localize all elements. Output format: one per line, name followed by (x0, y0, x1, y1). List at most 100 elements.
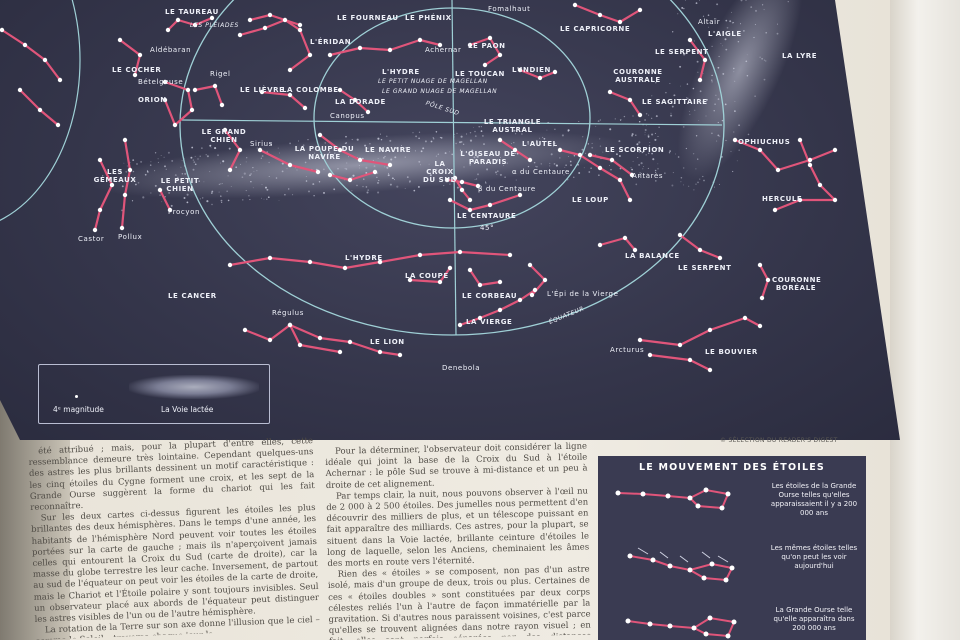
milky-way-dot (365, 171, 368, 174)
milky-way-dot (722, 72, 725, 75)
milky-way-dot (535, 165, 537, 167)
milky-way-dot (214, 147, 217, 150)
star-dot (475, 183, 481, 189)
milky-way-dot (121, 185, 124, 188)
milky-way-dot (476, 155, 479, 158)
milky-way-dot (680, 177, 683, 179)
milky-way-dot (131, 200, 134, 202)
milky-way-dot (267, 196, 270, 199)
star-dot (0, 27, 5, 33)
milky-way-dot (608, 165, 610, 167)
milky-way-dot (246, 157, 248, 159)
star-dot (609, 157, 615, 163)
milky-way-dot (644, 131, 646, 133)
milky-way-dot (422, 147, 425, 150)
milky-way-dot (705, 115, 707, 117)
star-dot (627, 97, 633, 103)
label-oiseau-paradis: L'OISEAU DE PARADIS (460, 150, 516, 166)
milky-way-dot (746, 54, 748, 56)
label-grand-nuage: LE GRAND NUAGE DE MAGELLAN (382, 88, 498, 95)
milky-way-dot (681, 6, 684, 9)
milky-way-dot (496, 159, 499, 161)
milky-way-dot (345, 168, 348, 170)
star-dot (772, 207, 778, 213)
milky-way-dot (787, 1, 789, 3)
milky-way-dot (474, 178, 476, 180)
milky-way-dot (521, 133, 523, 135)
milky-way-dot (684, 0, 686, 1)
milky-way-dot (693, 189, 695, 191)
star-dot (807, 157, 813, 163)
milky-way-dot (672, 31, 674, 33)
milky-way-dot (684, 52, 686, 55)
milky-way-dot (597, 120, 600, 122)
star-dot (677, 232, 683, 238)
milky-way-dot (449, 183, 451, 185)
label-hercule: HERCULE (762, 195, 803, 203)
milky-way-dot (356, 184, 358, 187)
milky-way-dot (460, 135, 463, 138)
milky-way-dot (469, 139, 473, 142)
star-dot (17, 87, 23, 93)
milky-way-band (90, 131, 630, 199)
star-motion-box: LE MOUVEMENT DES ÉTOILES Les étoiles de … (598, 456, 866, 640)
milky-way-dot (367, 189, 370, 191)
label-grand-chien: LE GRAND CHIEN (201, 128, 247, 144)
star-dot (742, 315, 748, 321)
milky-way-dot (305, 180, 308, 182)
milky-way-dot (485, 182, 487, 184)
milky-way-dot (361, 157, 364, 160)
milky-way-dot (119, 169, 122, 172)
constellation-line (261, 90, 306, 109)
star-dot (307, 259, 313, 265)
milky-way-dot (499, 173, 502, 176)
milky-way-dot (418, 131, 421, 133)
milky-way-dot (711, 81, 713, 83)
milky-way-dot (420, 164, 421, 166)
star-dot (417, 252, 423, 258)
milky-way-dot (308, 190, 310, 193)
label-cancer: LE CANCER (168, 292, 217, 300)
milky-way-dot (194, 155, 196, 157)
label-vierge: LA VIERGE (466, 318, 513, 326)
star-dot (377, 259, 383, 265)
star-dot (629, 172, 635, 178)
milky-way-dot (515, 133, 517, 135)
constellation-line (449, 193, 521, 212)
star-dot (587, 152, 593, 158)
milky-way-dot (619, 118, 622, 121)
bright-stars (0, 2, 838, 373)
star-dot (97, 207, 103, 213)
milky-way-dot (424, 140, 427, 143)
milky-way-dot (435, 131, 438, 133)
milky-way-dot (631, 134, 633, 137)
milky-way-dot (620, 120, 621, 121)
milky-way-dot (318, 181, 321, 183)
caption-past: Les étoiles de la Grande Ourse telles qu… (770, 482, 858, 517)
star-dot (297, 342, 303, 348)
constellation-line (239, 18, 312, 71)
milky-way-dot (761, 4, 764, 6)
milky-way-dot (164, 196, 166, 198)
milky-way-dot (697, 100, 699, 102)
label-pollux: Pollux (118, 233, 143, 241)
milky-way-dot (702, 15, 705, 17)
milky-way-dot (377, 182, 379, 184)
milky-way-dot (415, 135, 417, 138)
milky-way-dot (466, 133, 468, 135)
milky-way-dot (366, 191, 369, 194)
milky-way-dot (206, 200, 209, 203)
milky-way-dot (644, 119, 647, 121)
milky-way-dot (161, 201, 163, 203)
star-dot (507, 252, 513, 258)
milky-way-dot (497, 170, 499, 172)
milky-way-dot (631, 168, 633, 171)
milky-way-dot (477, 173, 479, 176)
milky-way-dot (688, 185, 690, 187)
label-navire: LE NAVIRE (365, 146, 412, 154)
milky-way-dot (249, 199, 251, 201)
star-dot (627, 197, 633, 203)
milky-way-dot (686, 97, 689, 100)
milky-way-dot (392, 177, 395, 180)
star-dot (42, 57, 48, 63)
